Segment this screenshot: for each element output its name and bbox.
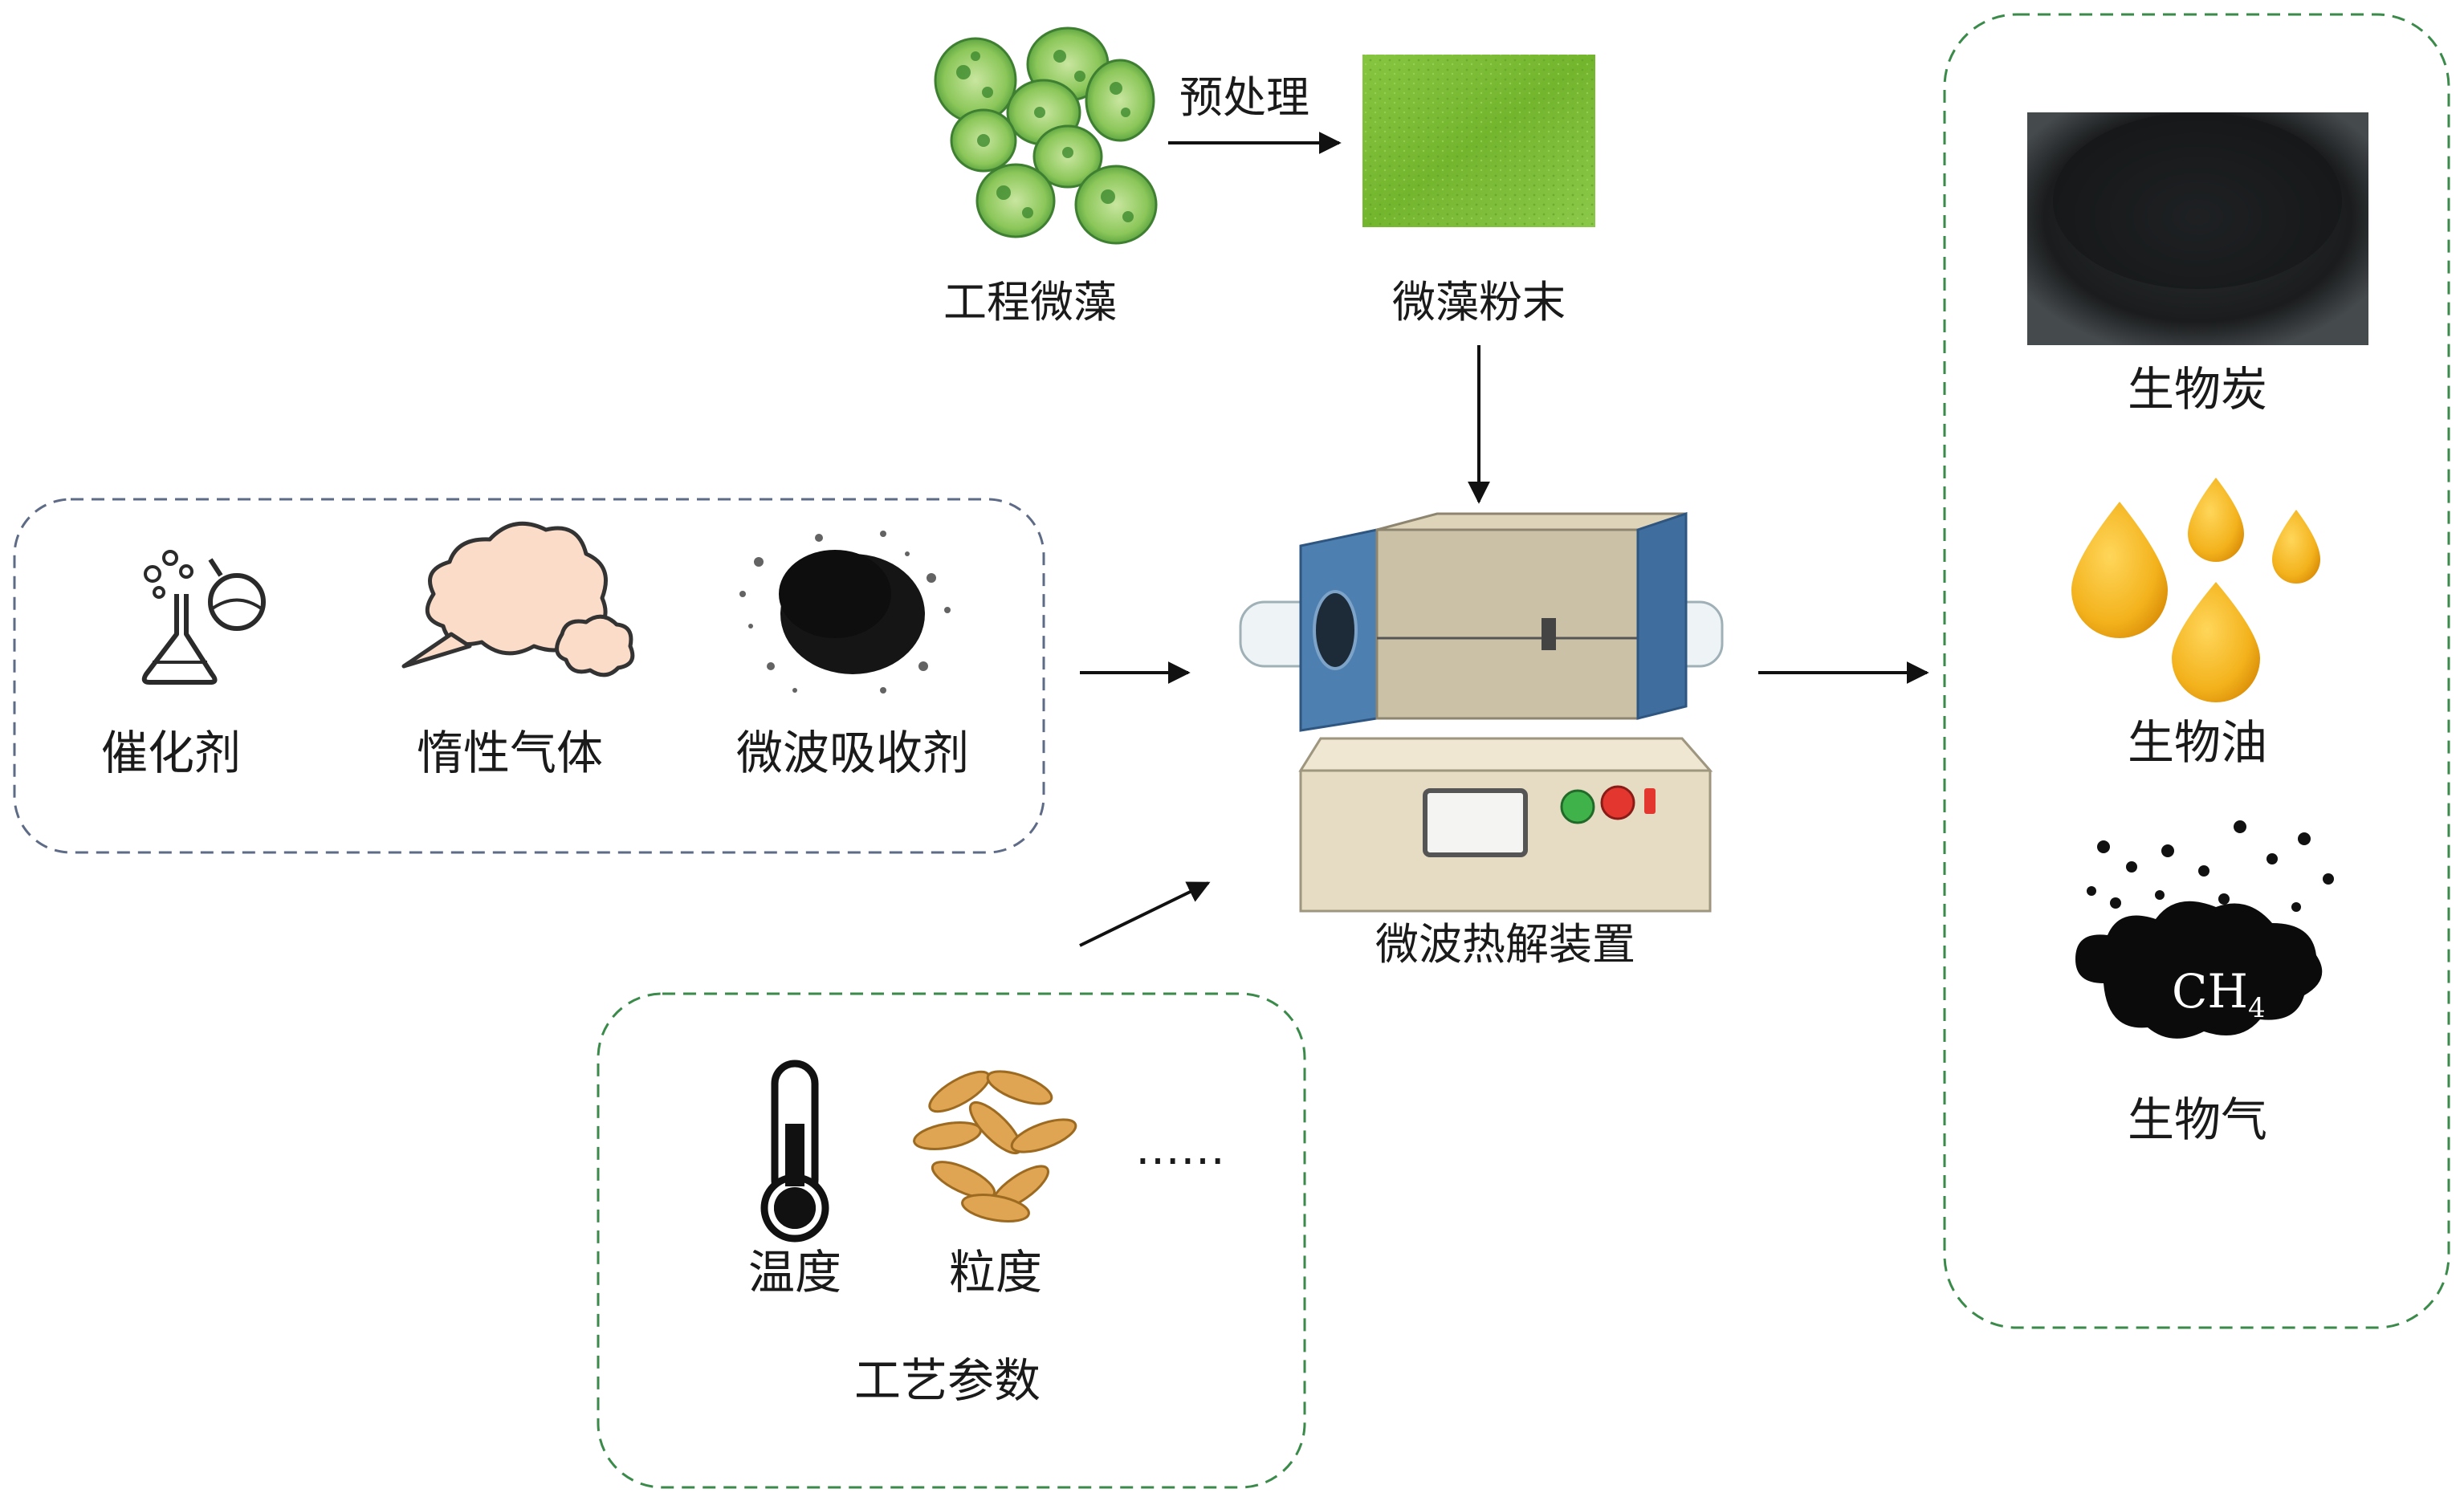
process-params-title: 工艺参数 [854, 1353, 1041, 1408]
param-label-particle-size: 粒度 [949, 1245, 1042, 1300]
additive-label-catalyst: 催化剂 [101, 726, 241, 780]
additive-label-inert-gas: 惰性气体 [417, 726, 603, 780]
additive-label-absorbent: 微波吸收剂 [736, 726, 969, 780]
thermometer-icon [760, 1060, 829, 1243]
gas-formula-sub: 4 [2248, 992, 2266, 1024]
gas-cloud-icon [401, 521, 635, 677]
product-label-biogas: 生物气 [2128, 1092, 2267, 1147]
particles-icon [913, 1070, 1077, 1222]
biochar-icon [2027, 112, 2368, 345]
flask-icon [141, 550, 266, 685]
product-label-biochar: 生物炭 [2128, 362, 2267, 417]
algae-label: 工程微藻 [943, 277, 1117, 327]
device-label: 微波热解装置 [1375, 919, 1635, 970]
algae-powder-icon [1362, 55, 1595, 227]
gas-cloud-black-icon: CH4 [2075, 820, 2334, 1039]
gas-formula-main: CH [2172, 964, 2248, 1019]
pretreat-label: 预处理 [1179, 72, 1309, 123]
process-params-group-box [597, 992, 1306, 1489]
param-ellipsis: …… [1135, 1123, 1225, 1175]
params-to-device-arrow [1079, 881, 1211, 947]
microwave-pyrolysis-device-icon [1239, 511, 1724, 913]
powder-label: 微藻粉末 [1392, 277, 1566, 327]
param-label-temperature: 温度 [748, 1245, 841, 1300]
oil-drops-icon [2071, 478, 2320, 702]
product-label-bio-oil: 生物油 [2128, 715, 2267, 770]
absorbent-powder-icon [739, 531, 951, 694]
microalgae-cells-icon [934, 26, 1158, 245]
gas-formula: CH4 [2172, 964, 2266, 1024]
products-group-box [1943, 13, 2450, 1329]
